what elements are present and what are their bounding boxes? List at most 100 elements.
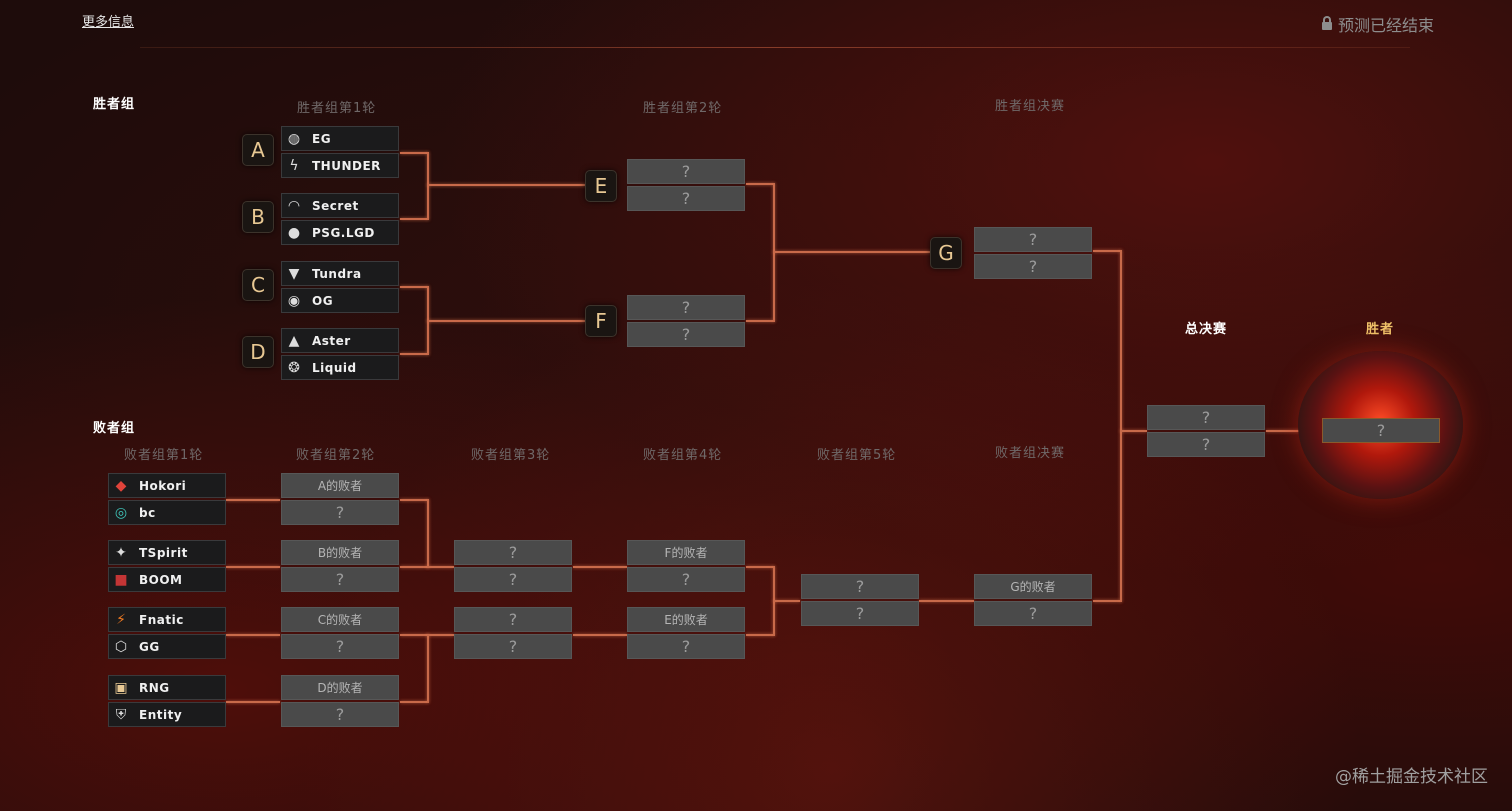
- pick-slot[interactable]: ?: [974, 227, 1092, 252]
- loser-slot[interactable]: G的败者: [974, 574, 1092, 599]
- lb-r2-match-2: B的败者 ?: [281, 540, 399, 594]
- round-title-ub-final: 胜者组决赛: [995, 99, 1066, 114]
- pick-slot[interactable]: ?: [801, 574, 919, 599]
- pick-slot[interactable]: ?: [627, 159, 745, 184]
- pick-slot[interactable]: ?: [454, 607, 572, 632]
- watermark: @稀土掘金技术社区: [1335, 767, 1488, 787]
- bc-logo-icon: ◎: [114, 504, 128, 521]
- winner-title: 胜者: [1366, 322, 1395, 337]
- pick-slot[interactable]: ?: [627, 186, 745, 211]
- thunder-logo-icon: ϟ: [289, 157, 299, 174]
- match-badge-b: B: [242, 201, 274, 233]
- team-slot-gg[interactable]: ⬡GG: [108, 634, 226, 659]
- lb-r1-match-2: ✦TSpirit ■BOOM: [108, 540, 226, 594]
- team-slot-hokori[interactable]: ◆Hokori: [108, 473, 226, 498]
- loser-slot[interactable]: E的败者: [627, 607, 745, 632]
- loser-slot[interactable]: C的败者: [281, 607, 399, 632]
- round-title-lb-r2: 败者组第2轮: [296, 448, 376, 463]
- lb-r3-match-1: ? ?: [454, 540, 572, 594]
- team-slot-og[interactable]: ◉OG: [281, 288, 399, 313]
- lb-final-match: G的败者 ?: [974, 574, 1092, 628]
- champion-pick-slot[interactable]: ?: [1322, 418, 1440, 443]
- ub-final-match: ? ?: [974, 227, 1092, 281]
- match-badge-g: G: [930, 237, 962, 269]
- pick-slot[interactable]: ?: [281, 500, 399, 525]
- loser-slot[interactable]: B的败者: [281, 540, 399, 565]
- prediction-status: 预测已经结束: [1322, 12, 1434, 36]
- team-slot-tspirit[interactable]: ✦TSpirit: [108, 540, 226, 565]
- round-title-ub-r1: 胜者组第1轮: [297, 101, 377, 116]
- pick-slot[interactable]: ?: [1147, 432, 1265, 457]
- pick-slot[interactable]: ?: [974, 254, 1092, 279]
- team-slot-liquid[interactable]: ❂Liquid: [281, 355, 399, 380]
- grand-final-match: ? ?: [1147, 405, 1265, 459]
- pick-slot[interactable]: ?: [627, 567, 745, 592]
- round-title-ub-r2: 胜者组第2轮: [643, 101, 723, 116]
- tspirit-logo-icon: ✦: [115, 544, 127, 561]
- liquid-logo-icon: ❂: [288, 359, 300, 376]
- pick-slot[interactable]: ?: [454, 540, 572, 565]
- og-logo-icon: ◉: [287, 292, 301, 309]
- pick-slot[interactable]: ?: [281, 634, 399, 659]
- hokori-logo-icon: ◆: [115, 477, 127, 494]
- ub-r2-match-f: ? ?: [627, 295, 745, 349]
- more-info-link[interactable]: 更多信息: [82, 15, 135, 30]
- prediction-status-text: 预测已经结束: [1338, 16, 1435, 35]
- lock-icon: [1322, 16, 1332, 30]
- pick-slot[interactable]: ?: [281, 567, 399, 592]
- round-title-lb-r1: 败者组第1轮: [124, 448, 204, 463]
- entity-logo-icon: ⛨: [115, 706, 127, 723]
- lb-r1-match-3: ⚡Fnatic ⬡GG: [108, 607, 226, 661]
- grand-final-title: 总决赛: [1185, 322, 1228, 337]
- team-slot-fnatic[interactable]: ⚡Fnatic: [108, 607, 226, 632]
- header-divider: [140, 47, 1410, 48]
- pick-slot[interactable]: ?: [627, 322, 745, 347]
- pick-slot[interactable]: ?: [454, 634, 572, 659]
- lb-r5-match: ? ?: [801, 574, 919, 628]
- pick-slot[interactable]: ?: [801, 601, 919, 626]
- team-slot-entity[interactable]: ⛨Entity: [108, 702, 226, 727]
- team-slot-secret[interactable]: ◠Secret: [281, 193, 399, 218]
- team-slot-aster[interactable]: ▲Aster: [281, 328, 399, 353]
- team-slot-boom[interactable]: ■BOOM: [108, 567, 226, 592]
- ub-r1-match-b: ◠Secret ●PSG.LGD: [281, 193, 399, 247]
- pick-slot[interactable]: ?: [974, 601, 1092, 626]
- pick-slot[interactable]: ?: [627, 634, 745, 659]
- aster-logo-icon: ▲: [288, 332, 300, 349]
- pick-slot[interactable]: ?: [281, 702, 399, 727]
- loser-slot[interactable]: D的败者: [281, 675, 399, 700]
- lb-r3-match-2: ? ?: [454, 607, 572, 661]
- secret-logo-icon: ◠: [287, 197, 301, 214]
- lb-r1-match-1: ◆Hokori ◎bc: [108, 473, 226, 527]
- team-slot-rng[interactable]: ▣RNG: [108, 675, 226, 700]
- tundra-logo-icon: ▼: [288, 265, 300, 282]
- psg-lgd-logo-icon: ●: [287, 224, 301, 241]
- ub-r1-match-c: ▼Tundra ◉OG: [281, 261, 399, 315]
- team-slot-eg[interactable]: ◍EG: [281, 126, 399, 151]
- pick-slot[interactable]: ?: [1147, 405, 1265, 430]
- lb-r4-match-2: E的败者 ?: [627, 607, 745, 661]
- pick-slot[interactable]: ?: [627, 295, 745, 320]
- lb-r4-match-1: F的败者 ?: [627, 540, 745, 594]
- fnatic-logo-icon: ⚡: [116, 611, 126, 628]
- team-slot-psg-lgd[interactable]: ●PSG.LGD: [281, 220, 399, 245]
- match-badge-e: E: [585, 170, 617, 202]
- loser-slot[interactable]: A的败者: [281, 473, 399, 498]
- team-slot-bc[interactable]: ◎bc: [108, 500, 226, 525]
- lower-bracket-title: 败者组: [93, 421, 136, 436]
- round-title-lb-r4: 败者组第4轮: [643, 448, 723, 463]
- ub-r1-match-d: ▲Aster ❂Liquid: [281, 328, 399, 382]
- champion-slot: ?: [1322, 418, 1440, 445]
- team-slot-tundra[interactable]: ▼Tundra: [281, 261, 399, 286]
- pick-slot[interactable]: ?: [454, 567, 572, 592]
- ub-r2-match-e: ? ?: [627, 159, 745, 213]
- match-badge-a: A: [242, 134, 274, 166]
- upper-bracket-title: 胜者组: [93, 97, 136, 112]
- boom-logo-icon: ■: [114, 571, 128, 588]
- round-title-lb-r3: 败者组第3轮: [471, 448, 551, 463]
- lb-r1-match-4: ▣RNG ⛨Entity: [108, 675, 226, 729]
- match-badge-d: D: [242, 336, 274, 368]
- loser-slot[interactable]: F的败者: [627, 540, 745, 565]
